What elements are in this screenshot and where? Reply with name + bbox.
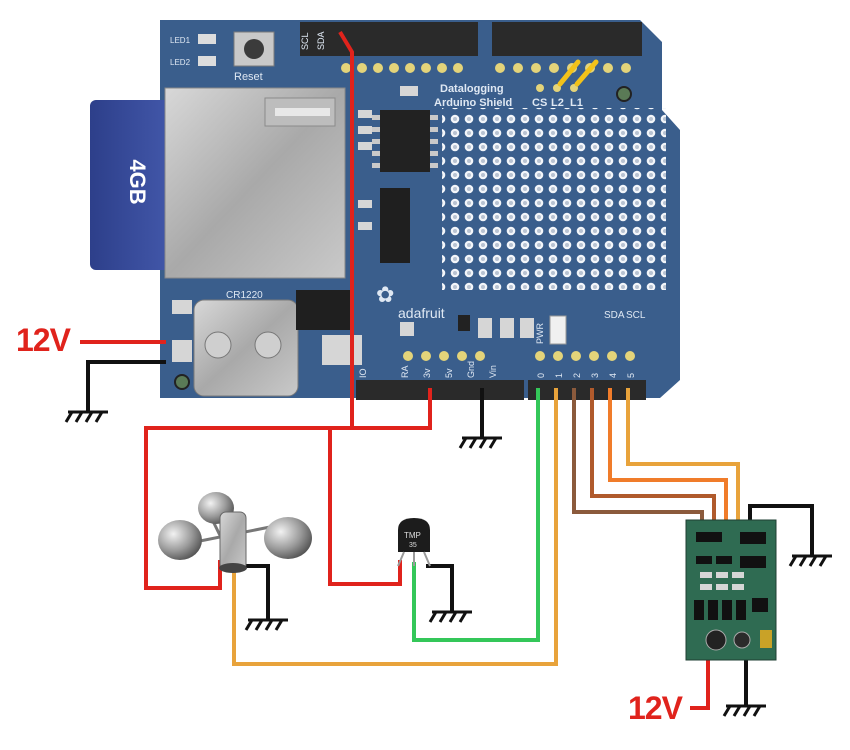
ground-icon <box>244 618 288 631</box>
battery-holder: CR1220 <box>193 290 299 397</box>
wire-red-12v-right <box>690 656 710 710</box>
ground-icon <box>428 610 472 623</box>
sda-label: SDA <box>604 310 625 321</box>
pin-label-sda: SDA <box>316 31 326 50</box>
ground-icon <box>64 410 108 423</box>
pin-label-vin: Vin <box>488 365 498 378</box>
wire-red-3v <box>144 388 432 590</box>
datalogging-shield: 4GB SCL SDA Reset <box>90 20 680 400</box>
pin-label-io: IO <box>358 368 368 378</box>
led2-label: LED2 <box>170 58 191 67</box>
cs-label: CS <box>532 97 547 109</box>
pin-label-a0: 0 <box>536 373 546 378</box>
temperature-sensor: TMP 35 <box>397 518 431 567</box>
wire-green-tmp <box>412 388 540 642</box>
board-title-line1: Datalogging <box>440 83 504 95</box>
reset-button: Reset <box>233 31 275 83</box>
status-leds: LED1 LED2 <box>170 34 216 67</box>
pin-label-3v: 3v <box>422 368 432 378</box>
pwr-label: PWR <box>535 323 545 344</box>
sd-card-label: 4GB <box>125 159 150 204</box>
ground-icon <box>788 554 832 567</box>
board-title-line2: Arduino Shield <box>434 97 512 109</box>
ground-symbols <box>64 410 832 717</box>
anemometer <box>158 492 312 573</box>
wire-black-anemometer <box>238 564 270 620</box>
battery-label: CR1220 <box>226 290 263 301</box>
pin-label-a1: 1 <box>554 373 564 378</box>
wire-red-tmp <box>328 428 402 586</box>
wire-orange-a4 <box>608 388 728 528</box>
l1-label: L1 <box>570 97 583 109</box>
scl-label: SCL <box>626 310 646 321</box>
brand-label: adafruit <box>398 305 445 321</box>
pin-label-a5: 5 <box>626 373 636 378</box>
wire-black-left <box>86 360 166 412</box>
wire-black-tmp <box>426 564 454 612</box>
rtc-chip <box>372 110 438 172</box>
wire-brown-a3 <box>590 388 716 528</box>
pin-label-ra: RA <box>400 365 410 378</box>
wire-red-board <box>338 30 354 428</box>
pin-label-scl: SCL <box>300 32 310 50</box>
pin-label-a4: 4 <box>608 373 618 378</box>
supply-label-left: 12V <box>16 322 71 358</box>
led1-label: LED1 <box>170 36 191 45</box>
pin-label-gnd: Gnd <box>466 361 476 378</box>
tmp-label-line2: 35 <box>409 542 417 549</box>
brand-star: ✿ <box>376 282 394 307</box>
ground-icon <box>722 704 766 717</box>
small-components <box>358 86 418 263</box>
pin-label-a2: 2 <box>572 373 582 378</box>
wire-orange-a5 <box>626 388 740 528</box>
l2-label: L2 <box>551 97 564 109</box>
proto-area <box>442 108 666 290</box>
signal-module <box>685 519 777 661</box>
pin-label-a3: 3 <box>590 373 600 378</box>
wire-orange-anemometer <box>232 388 558 666</box>
wire-black-module-top <box>748 504 814 556</box>
ground-icon <box>458 436 502 449</box>
supply-label-right: 12V <box>628 690 683 726</box>
pin-label-5v: 5v <box>444 368 454 378</box>
bottom-components <box>400 315 567 345</box>
led-jumpers <box>557 59 599 87</box>
reset-label: Reset <box>234 71 263 83</box>
tmp-label-line1: TMP <box>404 531 421 540</box>
header-top-left: SCL SDA <box>300 22 478 73</box>
